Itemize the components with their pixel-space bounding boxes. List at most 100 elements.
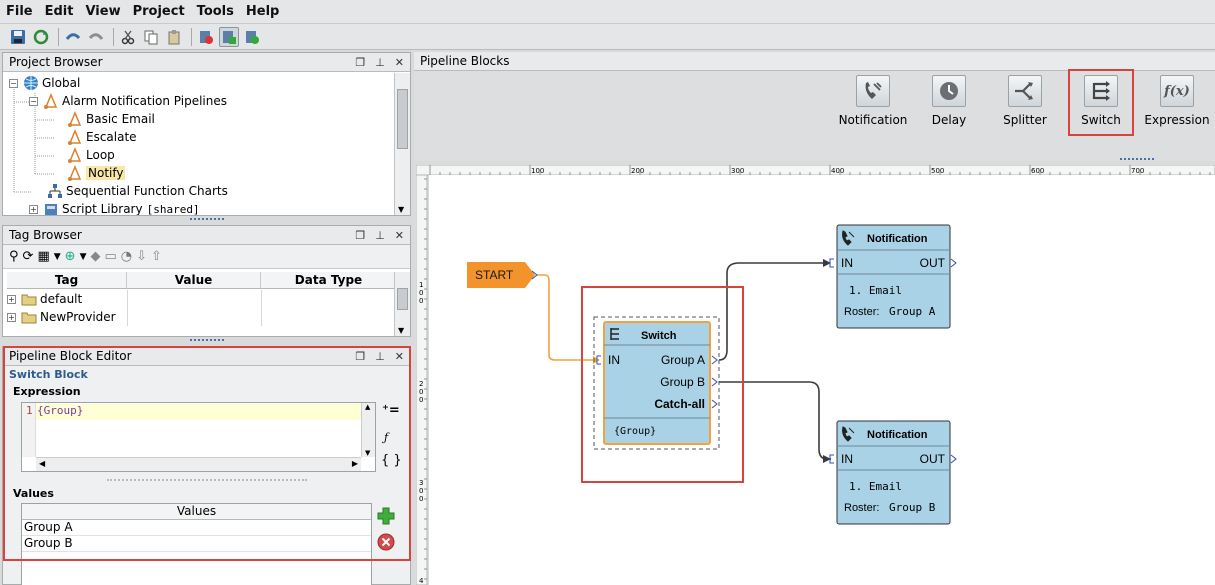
palette-expression[interactable]: f(x) Expression [1140,75,1214,127]
timer-icon[interactable]: ◔ [120,249,133,264]
save-icon[interactable] [8,27,28,47]
scroll-thumb[interactable] [397,89,408,149]
close-icon[interactable]: ✕ [394,228,404,242]
tree-item-loop[interactable]: Loop [67,146,115,164]
comm-read-only-icon[interactable] [219,26,239,47]
collapse-icon[interactable]: − [29,96,38,106]
clock-icon [932,75,966,107]
value-row[interactable]: Group B [22,536,371,552]
switch-port-group-b[interactable] [711,377,718,387]
update-icon[interactable] [31,27,51,47]
add-tag-icon[interactable]: ⊕ [64,249,76,264]
start-block[interactable]: START [467,262,538,288]
value-row[interactable]: Group A [22,520,371,536]
dropdown-icon[interactable]: ▼ [53,251,61,262]
resize-grip[interactable] [1120,158,1154,162]
palette-delay[interactable]: Delay [912,75,986,127]
notification-block-a[interactable]: Notification IN OUT 1. Email Roster: Gro… [829,224,957,329]
palette-switch[interactable]: Switch [1064,75,1138,127]
float-icon[interactable]: ❐ [355,228,366,242]
tag-type-icon[interactable]: ◆ [90,249,101,264]
remove-value-icon[interactable] [377,533,395,554]
paste-icon[interactable] [164,27,184,47]
expand-icon[interactable]: + [7,294,16,304]
values-header[interactable]: Values [22,504,371,520]
insert-function-icon[interactable]: ƒ [384,431,389,444]
expression-text[interactable]: {Group} [37,404,84,417]
pipeline-canvas[interactable] [429,175,1215,585]
tree-item-escalate[interactable]: Escalate [67,128,137,146]
add-value-icon[interactable] [377,507,395,528]
notification-b-in-port[interactable] [829,454,834,464]
column-tag[interactable]: Tag [7,272,127,288]
switch-block[interactable]: Switch IN Group A Group B Catch-all {Gro… [596,321,718,445]
insert-property-icon[interactable]: ⁺= [382,403,400,418]
editor-vscrollbar[interactable]: ▲ ▼ [361,403,375,457]
tag-row-newprovider[interactable]: + NewProvider [7,310,116,324]
scroll-up-icon[interactable]: ▲ [365,403,371,411]
scroll-down-icon[interactable]: ▼ [398,326,405,335]
close-icon[interactable]: ✕ [394,55,404,69]
dropdown-icon[interactable]: ▼ [79,251,87,262]
export-icon[interactable]: ⇧ [151,249,162,264]
splitter-grip[interactable] [107,479,307,481]
pin-icon[interactable]: ⊥ [375,228,385,242]
resize-grip[interactable] [190,339,224,343]
scroll-down-icon[interactable]: ▼ [398,205,405,214]
palette-splitter[interactable]: Splitter [988,75,1062,127]
redo-icon[interactable] [86,27,106,47]
scroll-left-icon[interactable]: ◀ [39,459,46,468]
cut-icon[interactable] [118,27,138,47]
comm-off-icon[interactable] [196,27,216,47]
float-icon[interactable]: ❐ [355,349,366,363]
menu-edit[interactable]: Edit [44,4,74,19]
table-icon[interactable]: ▦ [37,249,50,264]
tag-row-default[interactable]: + default [7,292,83,306]
menu-project[interactable]: Project [132,4,185,19]
switch-port-group-a[interactable] [711,355,718,365]
menu-file[interactable]: File [6,4,33,19]
tree-item-alarm-notification-pipelines[interactable]: − Alarm Notification Pipelines [29,93,228,109]
column-value[interactable]: Value [127,272,261,288]
menu-help[interactable]: Help [245,4,280,19]
undo-icon[interactable] [63,27,83,47]
expand-icon[interactable]: + [29,204,38,214]
project-tree-scrollbar[interactable]: ▼ [394,73,410,215]
notification-a-in-port[interactable] [829,258,834,268]
tree-item-script-library[interactable]: + Script Library [shared] [29,202,200,215]
switch-in-port[interactable] [596,355,601,365]
binoculars-icon[interactable]: ⚲ [9,249,19,264]
scroll-down-icon[interactable]: ▼ [365,449,371,457]
column-data-type[interactable]: Data Type [294,273,363,287]
tree-item-basic-email[interactable]: Basic Email [67,110,155,128]
expand-icon[interactable]: + [7,312,16,322]
import-icon[interactable]: ⇩ [136,249,148,264]
notification-a-out-port[interactable] [950,258,957,268]
comm-read-write-icon[interactable] [242,27,262,47]
expression-editor[interactable]: 1 {Group} ▲ ▼ ◀ ▶ [21,402,376,472]
pin-icon[interactable]: ⊥ [375,55,385,69]
tree-item-sequential-function-charts[interactable]: Sequential Function Charts [47,182,228,200]
switch-port-catch-all[interactable] [711,399,718,409]
close-icon[interactable]: ✕ [394,349,404,363]
notification-b-out-port[interactable] [950,454,957,464]
tree-item-global[interactable]: − Global [9,76,81,90]
pin-icon[interactable]: ⊥ [375,349,385,363]
opc-icon[interactable]: ▭ [104,249,117,264]
menu-view[interactable]: View [85,4,121,19]
insert-tag-icon[interactable]: { } [381,453,402,468]
scroll-thumb[interactable] [397,288,408,310]
menu-tools[interactable]: Tools [196,4,234,19]
notification-block-b[interactable]: Notification IN OUT 1. Email Roster: Gro… [829,420,957,525]
editor-hscrollbar[interactable]: ◀ ▶ [36,457,361,471]
palette-notification[interactable]: Notification [836,75,910,127]
tag-table-scrollbar[interactable]: ▼ [394,272,410,336]
tree-item-notify[interactable]: Notify [67,164,126,182]
float-icon[interactable]: ❐ [355,55,366,69]
start-out-port[interactable] [531,270,538,280]
resize-grip[interactable] [190,218,224,222]
scroll-right-icon[interactable]: ▶ [351,459,358,468]
copy-icon[interactable] [141,27,161,47]
refresh-tags-icon[interactable]: ⟳ [22,249,34,264]
collapse-icon[interactable]: − [9,78,18,88]
